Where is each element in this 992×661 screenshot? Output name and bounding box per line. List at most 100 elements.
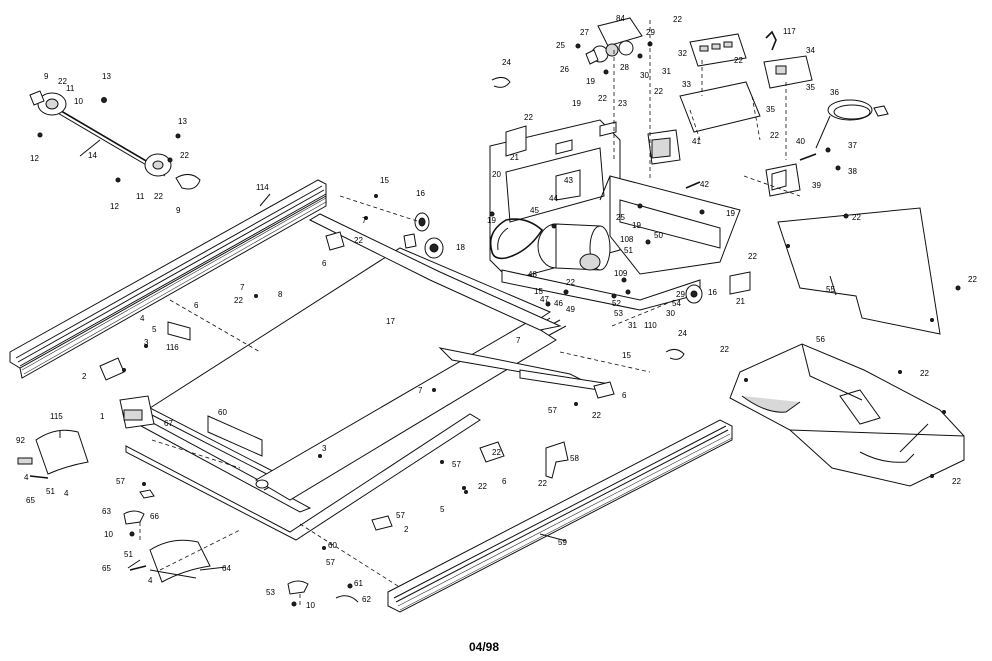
label-17: 17 (386, 317, 395, 326)
motor-hood-55 (777, 207, 961, 335)
label-19-d: 19 (632, 221, 641, 230)
label-22-b: 22 (734, 56, 743, 65)
label-11-a: 11 (66, 84, 75, 93)
label-5-b: 5 (440, 505, 445, 514)
date-code: 04/98 (469, 640, 499, 654)
label-92: 92 (16, 436, 25, 445)
label-57-c: 57 (452, 460, 461, 469)
label-22-q: 22 (478, 482, 487, 491)
label-4-a: 4 (140, 314, 145, 323)
label-3-a: 3 (144, 338, 149, 347)
label-49: 49 (566, 305, 575, 314)
label-14: 14 (88, 151, 97, 160)
label-67: 67 (164, 419, 173, 428)
label-58: 58 (570, 454, 579, 463)
label-10-c: 10 (306, 601, 315, 610)
label-41: 41 (692, 137, 701, 146)
label-16-a: 16 (416, 189, 425, 198)
label-53-b: 53 (266, 588, 275, 597)
label-56: 56 (816, 335, 825, 344)
label-63-a: 63 (102, 507, 111, 516)
label-54: 54 (672, 299, 681, 308)
label-47: 47 (540, 295, 549, 304)
label-19-b: 19 (572, 99, 581, 108)
label-42: 42 (700, 180, 709, 189)
label-19-c: 19 (487, 216, 496, 225)
label-18: 18 (456, 243, 465, 252)
label-51-b: 51 (46, 487, 55, 496)
label-21-a: 21 (510, 153, 519, 162)
label-22-h0: 22 (524, 113, 533, 122)
label-38: 38 (848, 167, 857, 176)
label-110: 110 (644, 321, 657, 330)
label-11-b: 11 (136, 192, 145, 201)
label-34: 34 (806, 46, 815, 55)
label-33: 33 (682, 80, 691, 89)
label-24-b: 24 (678, 329, 687, 338)
label-57-e: 57 (326, 558, 335, 567)
label-21-b: 21 (736, 297, 745, 306)
label-22-m: 22 (566, 278, 575, 287)
label-66: 66 (150, 512, 159, 521)
right-side-rail (387, 419, 733, 613)
label-25: 25 (556, 41, 565, 50)
label-19-a: 19 (586, 77, 595, 86)
label-57-a: 57 (548, 406, 557, 415)
label-45: 45 (530, 206, 539, 215)
label-4-d: 4 (148, 576, 153, 585)
label-29: 29 (646, 28, 655, 37)
label-20: 20 (492, 170, 501, 179)
label-62: 62 (362, 595, 371, 604)
label-2-b: 2 (404, 525, 409, 534)
label-44: 44 (549, 194, 558, 203)
front-axle-assembly (29, 90, 201, 190)
label-31-b: 31 (628, 321, 637, 330)
label-22-l: 22 (234, 296, 243, 305)
label-51-c: 51 (124, 550, 133, 559)
label-61: 61 (354, 579, 363, 588)
label-27: 27 (580, 28, 589, 37)
label-12-a: 12 (30, 154, 39, 163)
label-116: 116 (166, 343, 179, 352)
label-7-c: 7 (516, 336, 521, 345)
lower-left-parts (17, 194, 615, 607)
top-electronics (491, 17, 889, 360)
label-22-s: 22 (492, 448, 501, 457)
label-57-b: 57 (116, 477, 125, 486)
label-22-e: 22 (154, 192, 163, 201)
label-6-b0: 6 (194, 301, 199, 310)
label-39: 39 (812, 181, 821, 190)
label-13-a: 13 (102, 72, 111, 81)
label-40: 40 (796, 137, 805, 146)
label-22-g: 22 (654, 87, 663, 96)
label-35-a: 35 (806, 83, 815, 92)
label-53: 53 (614, 309, 623, 318)
label-115: 115 (50, 412, 63, 421)
label-22-p: 22 (592, 411, 601, 420)
label-60-b: 60 (328, 541, 337, 550)
label-65-a: 65 (26, 496, 35, 505)
label-22-k: 22 (968, 275, 977, 284)
label-9-a: 9 (44, 72, 49, 81)
label-15-b: 15 (534, 287, 543, 296)
label-22-d: 22 (180, 151, 189, 160)
label-15-c: 15 (622, 351, 631, 360)
deck-frame (99, 195, 701, 601)
left-side-rail (9, 179, 327, 379)
label-22-o: 22 (920, 369, 929, 378)
label-10-b: 10 (104, 530, 113, 539)
label-31-a: 31 (662, 67, 671, 76)
label-29-b: 29 (676, 290, 685, 299)
label-52: 52 (612, 299, 621, 308)
label-57-d: 57 (396, 511, 405, 520)
label-22-a: 22 (673, 15, 682, 24)
label-65-b: 65 (102, 564, 111, 573)
label-22-j: 22 (748, 252, 757, 261)
label-22-i: 22 (354, 236, 363, 245)
label-26: 26 (560, 65, 569, 74)
label-30-a: 30 (640, 71, 649, 80)
label-50: 50 (654, 231, 663, 240)
label-55: 55 (826, 285, 835, 294)
label-15-a: 15 (380, 176, 389, 185)
